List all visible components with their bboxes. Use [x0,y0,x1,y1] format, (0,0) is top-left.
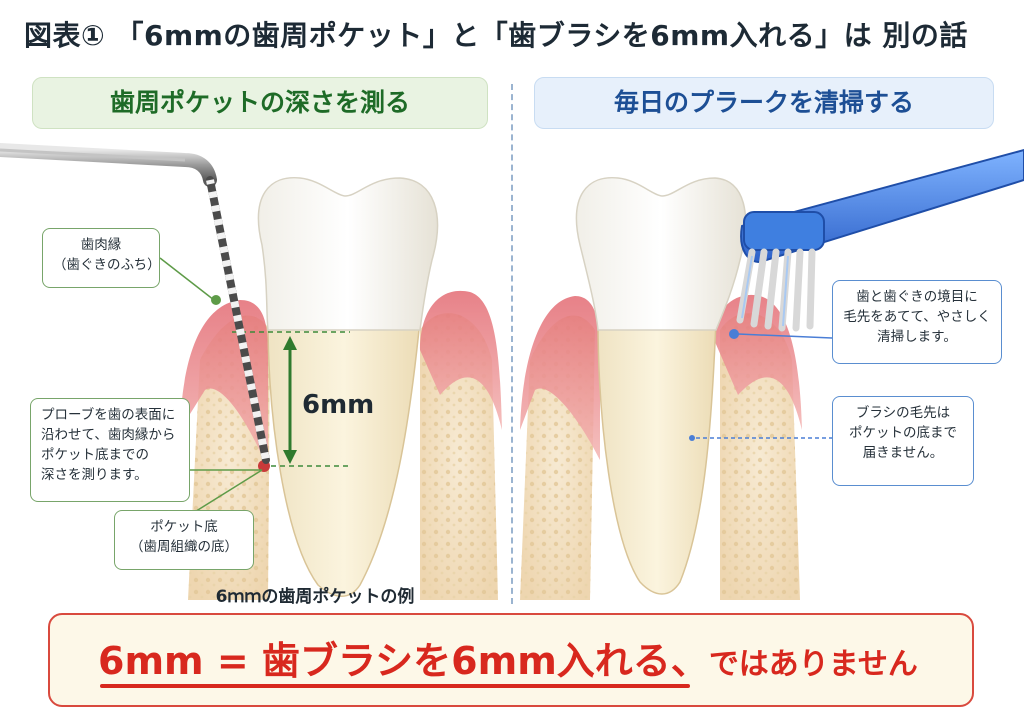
left-panel-header: 歯周ポケットの深さを測る [32,77,488,129]
callout-bristle-line-1: ブラシの毛先は [855,405,951,421]
right-panel-header: 毎日のプラークを清掃する [534,77,994,129]
callout-brushing-method: 歯と歯ぐきの境目に 毛先をあてて、やさしく 清掃します。 [832,280,1002,364]
panel-divider [511,84,513,604]
conclusion-text: 6mm = 歯ブラシを6mm入れる、ではありません [98,630,938,685]
callout-probe-line-1: プローブを歯の表面に [41,407,176,423]
callout-pocket-bottom-line-2: （歯周組織の底） [130,539,238,555]
conclusion-underline [100,684,690,688]
left-tooth-diagram [180,177,502,600]
callout-gum-margin-line-1: 歯肉縁 [80,237,122,253]
callout-probe-line-3: ポケット底までの [41,447,149,463]
conclusion-box [48,613,974,707]
toothbrush [736,148,1024,332]
periodontal-probe [0,143,270,464]
callout-probe-method: プローブを歯の表面に 沿わせて、歯肉縁から ポケット底までの 深さを測ります。 [30,398,190,502]
callout-brush-line-3: 清掃します。 [877,329,957,345]
figure-title: 図表① 「6mmの歯周ポケット」と「歯ブラシを6mm入れる」は 別の話 [24,19,968,52]
callout-pocket-bottom: ポケット底 （歯周組織の底） [114,510,254,570]
conclusion-tail: ではありません [708,647,918,682]
callout-brush-line-1: 歯と歯ぐきの境目に [856,289,978,305]
callout-probe-line-4: 深さを測ります。 [41,467,148,483]
callout-gum-margin: 歯肉縁 （歯ぐきのふち） [42,228,161,288]
callout-bristle-limit: ブラシの毛先は ポケットの底まで 届きません。 [832,396,974,486]
callout-brush-line-2: 毛先をあてて、やさしく [843,309,991,325]
right-tooth-diagram [520,177,802,600]
callout-pocket-bottom-line-1: ポケット底 [150,519,218,535]
callout-probe-line-2: 沿わせて、歯肉縁から [41,427,176,443]
callout-bristle-line-2: ポケットの底まで [849,425,957,441]
measurement-label: 6mm [302,390,375,420]
left-panel-caption: 6ｍｍの歯周ポケットの例 [215,587,415,607]
conclusion-main: 6mm = 歯ブラシを6mm入れる、 [98,639,709,683]
callout-bristle-line-3: 届きません。 [862,445,944,461]
callout-gum-margin-line-2: （歯ぐきのふち） [53,257,161,273]
